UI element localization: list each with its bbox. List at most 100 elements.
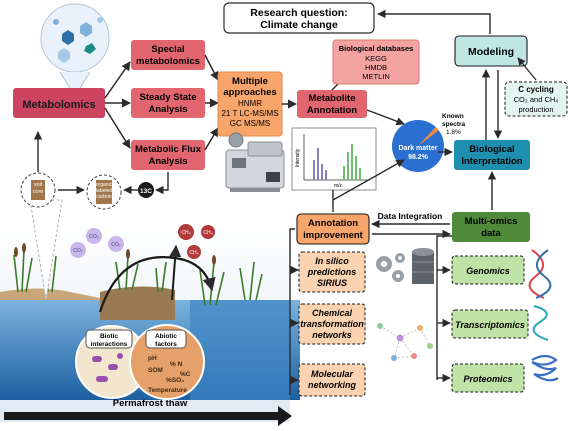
approach-item: HNMR (238, 99, 262, 108)
method-label: Chemical (312, 308, 353, 318)
metabolite-annotation-node: Metabolite Annotation (297, 90, 367, 118)
method-label: In silico (315, 256, 349, 266)
database-item: KEGG (365, 54, 387, 63)
biological-interpretation-label-1: Biological (469, 144, 514, 155)
method-label: networks (312, 330, 352, 340)
database-item: HMDB (365, 63, 387, 72)
data-integration-label: Data Integration (378, 211, 443, 221)
c13-label: 13C (140, 188, 152, 195)
gas-bubble-label: CO₂ (89, 234, 99, 240)
gas-bubble-label: CH₄ (189, 250, 198, 256)
mass-spectrum-panel: Intensity m/z (291, 127, 377, 191)
metabolite-annotation-label-1: Metabolite (309, 93, 356, 104)
biotic-label-1: Biotic (100, 333, 118, 340)
multiple-approaches-node: Multiple approaches HNMR 21 T LC-MS/MS G… (217, 71, 283, 137)
known-spectra-pct: 1.8% (446, 129, 461, 136)
gas-bubble-label: CO₂ (111, 242, 121, 248)
multiple-approaches-title-2: approaches (223, 87, 276, 98)
metabolic-flux-label-1: Metabolic Flux (135, 144, 202, 155)
research-question-label-2: Climate change (260, 19, 338, 31)
special-metabolomics-node: Special metabolomics (131, 40, 205, 70)
method-label: networking (308, 380, 357, 390)
spectrum-xlabel: m/z (334, 183, 343, 189)
biological-interpretation-node: Biological Interpretation (454, 140, 530, 170)
biological-databases-node: Biological databases KEGG HMDB METLIN (332, 39, 420, 85)
interactions-panel: Biotic interactions Abiotic factors pH %… (75, 324, 205, 400)
dna-icon (528, 249, 552, 299)
database-item: METLIN (362, 72, 390, 81)
gas-bubble (201, 225, 215, 239)
gas-bubble (86, 228, 102, 244)
factor-temperature: Temperature (148, 387, 187, 394)
microbes-icon (92, 353, 123, 382)
dark-matter-label: Dark matter (399, 145, 438, 152)
c-cycling-label-3: production (518, 105, 553, 114)
multi-omics-label-2: data (481, 228, 501, 239)
steady-state-label-1: Steady State (139, 92, 196, 103)
research-question-label-1: Research question: (250, 7, 347, 19)
special-metabolomics-label-2: metabolomics (136, 56, 200, 67)
metabolic-flux-label-2: Analysis (148, 156, 187, 167)
factor-c: %C (180, 371, 191, 378)
c-cycling-node: C cycling CO₂ and CH₄ production (504, 81, 568, 117)
multi-omics-label-1: Multi-omics (465, 216, 518, 227)
molecule-icon (40, 3, 110, 97)
transcriptomics-node: Transcriptomics (451, 309, 529, 339)
molecular-networking-node: Molecular networking (298, 363, 366, 397)
metabolomics-label: Metabolomics (22, 99, 95, 111)
approach-item: GC MS/MS (230, 119, 270, 128)
gas-bubble (178, 224, 194, 240)
approach-item: 21 T LC-MS/MS (221, 109, 278, 118)
gas-bubble (70, 242, 86, 258)
gas-bubble-label: CO₂ (73, 248, 83, 254)
genomics-node: Genomics (451, 255, 525, 285)
metabolic-flux-node: Metabolic Flux Analysis (131, 140, 205, 170)
protein-icon (531, 354, 559, 382)
c-cycling-label-1: C cycling (518, 85, 554, 94)
gas-bubble-label: CH₄ (181, 230, 190, 236)
multi-omics-node: Multi-omics data (452, 212, 530, 242)
databases-title: Biological databases (339, 44, 414, 53)
abiotic-label-2: factors (155, 341, 177, 348)
grass-icon (13, 249, 263, 306)
modeling-node: Modeling (454, 35, 528, 67)
known-spectra-label-2: spectra (442, 121, 466, 128)
factor-ph: pH (148, 355, 157, 362)
metabolite-annotation-label-2: Annotation (307, 105, 357, 116)
labeled-carbon-label-3: carbon (96, 194, 112, 200)
special-metabolomics-label-1: Special (151, 44, 184, 55)
factor-so4: %SO₄ (166, 377, 184, 384)
labeled-carbon-label-1: organic (96, 182, 113, 188)
biotic-label-2: interactions (91, 341, 128, 348)
factor-n: % N (170, 361, 183, 368)
spectrum-ylabel: Intensity (295, 148, 301, 167)
pie-slice-known-spectra (418, 126, 439, 146)
network-graph-icon (377, 323, 433, 361)
omics-label: Proteomics (463, 374, 512, 384)
method-label: Molecular (311, 369, 354, 379)
gas-bubble (108, 236, 124, 252)
method-label: SIRIUS (317, 278, 347, 288)
soil-core-label-1: soil (34, 182, 42, 188)
permafrost-thaw-label: Permafrost thaw (113, 398, 188, 409)
abiotic-label-1: Abiotic (155, 333, 177, 340)
chemical-transformation-node: Chemical transformation networks (298, 303, 366, 345)
method-label: predictions (307, 267, 357, 277)
c-cycling-label-2: CO₂ and CH₄ (514, 95, 559, 104)
annotation-improvement-label-1: Annotation (308, 218, 358, 229)
annotation-improvement-label-2: improvement (303, 230, 363, 241)
gas-bubble-label: CH₄ (203, 230, 212, 236)
omics-label: Genomics (466, 266, 510, 276)
method-label: transformation (300, 319, 364, 329)
gas-bubbles: CO₂ CO₂ CO₂ CH₄ CH₄ CH₄ (70, 224, 215, 259)
steady-state-node: Steady State Analysis (131, 88, 205, 118)
steady-state-label-2: Analysis (148, 104, 187, 115)
database-icon (412, 248, 434, 284)
factor-som: SOM (148, 367, 163, 374)
multiple-approaches-title-1: Multiple (232, 76, 268, 87)
dark-matter-pie (392, 120, 444, 172)
metabolomics-node: Metabolomics (13, 88, 105, 118)
soil-core-label-2: core (33, 189, 44, 195)
permafrost-thaw-arrow: Permafrost thaw (4, 398, 292, 426)
